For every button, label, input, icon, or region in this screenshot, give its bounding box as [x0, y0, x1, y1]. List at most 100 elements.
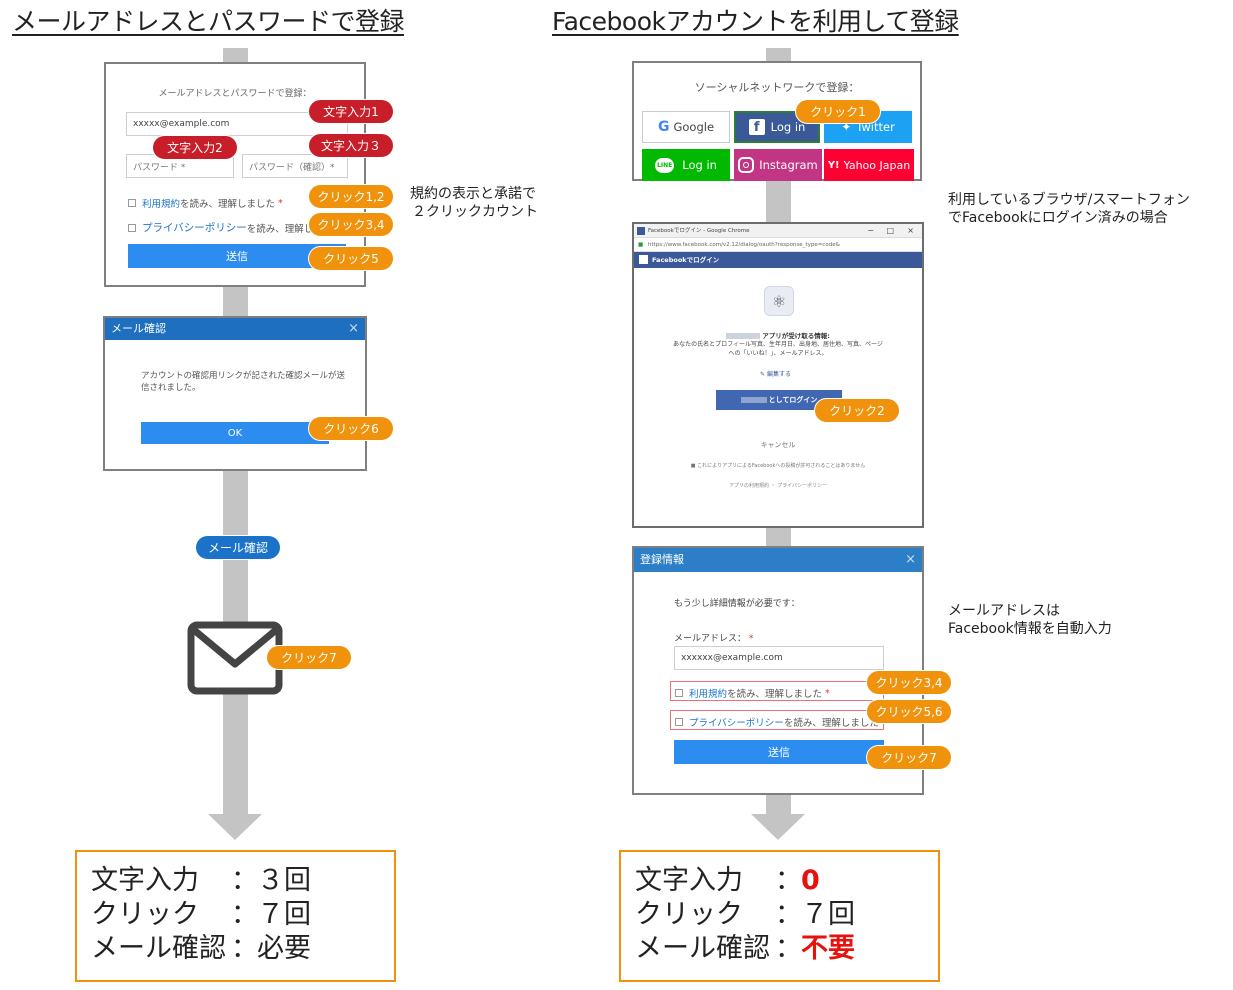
badge-mail-confirm: メール確認	[195, 535, 281, 560]
info-line: への「いいね！」、メールアドレス。	[728, 350, 828, 357]
summary-row-mail: メール確認 ： 不要	[635, 932, 938, 966]
summary-label: メール確認	[635, 933, 770, 964]
summary-value: 必要	[257, 933, 311, 964]
window-title: Facebookでログイン - Google Chrome	[648, 228, 750, 234]
redacted-user-name	[740, 397, 767, 403]
summary-label: メール確認	[91, 933, 226, 964]
submit-button[interactable]: 送信	[674, 740, 884, 764]
app-atom-icon: ⚛	[764, 286, 794, 316]
summary-colon: ：	[775, 933, 802, 964]
flow-connector	[223, 286, 248, 318]
message-line: 信されました。	[141, 383, 201, 393]
facebook-favicon-icon	[637, 227, 645, 235]
fb-header-title: Facebookでログイン	[652, 256, 720, 264]
dialog-title: メール確認	[111, 322, 166, 335]
email-input[interactable]: xxxxxx@example.com	[674, 646, 884, 670]
message-line: アカウントの確認用リンクが記された確認メールが送	[141, 371, 346, 381]
button-label: Yahoo Japan	[843, 158, 911, 172]
instagram-login-button[interactable]: Instagram	[734, 149, 822, 181]
summary-row-click: クリック ： ７回	[635, 898, 938, 932]
note-line: ２クリックカウント	[412, 204, 538, 220]
google-icon: G	[657, 119, 670, 135]
edit-label: 編集する	[766, 371, 791, 378]
app-receives-text: アプリが受け取る情報:	[634, 330, 922, 340]
summary-row-input: 文字入力 ： ３回	[91, 864, 394, 898]
dialog-message: アカウントの確認用リンクが記された確認メールが送 信されました。	[141, 370, 345, 394]
terms-link[interactable]: 利用規約	[142, 199, 181, 210]
privacy-checkbox[interactable]: プライバシーポリシー を読み、理解しました *	[675, 715, 887, 729]
form-title: メールアドレスとパスワードで登録：	[158, 89, 312, 99]
summary-label: 文字入力	[91, 865, 199, 896]
facebook-login-button[interactable]: f Log in	[734, 111, 820, 143]
window-close-icon[interactable]: ×	[907, 226, 914, 235]
checkbox-box[interactable]	[675, 718, 683, 726]
left-heading: メールアドレスとパスワードで登録	[12, 7, 405, 36]
lock-icon: ■	[690, 463, 696, 469]
privacy-link[interactable]: プライバシーポリシー	[689, 718, 784, 729]
badge-text-input-2: 文字入力2	[152, 135, 238, 160]
right-heading: Facebookアカウントを利用して登録	[552, 7, 959, 36]
fb-login-as-button[interactable]: としてログイン	[716, 390, 842, 410]
dialog-title: 登録情報	[640, 553, 684, 566]
permission-note: ■ これによりアプリによるFacebookへの投稿が許可されることはありません	[634, 462, 922, 469]
mail-confirm-dialog: メール確認 × アカウントの確認用リンクが記された確認メールが送 信されました。…	[103, 316, 367, 471]
badge-click-1-2: クリック1,2	[308, 184, 394, 209]
summary-row-click: クリック ： ７回	[91, 898, 394, 932]
line-icon: LINE	[655, 157, 675, 173]
summary-value: ７回	[257, 899, 311, 930]
privacy-text: を読み、理解しました	[783, 718, 879, 729]
cancel-link[interactable]: キャンセル	[760, 441, 796, 449]
maximize-icon[interactable]: □	[886, 226, 894, 235]
summary-colon: ：	[231, 933, 258, 964]
email-label-text: メールアドレス：	[674, 634, 747, 644]
checkbox-box[interactable]	[675, 689, 683, 697]
terms-checkbox[interactable]: 利用規約 を読み、理解しました *	[675, 686, 830, 700]
button-label: Log in	[682, 158, 717, 172]
privacy-link[interactable]: プライバシーポリシー	[142, 222, 247, 234]
url-text: https://www.facebook.com/v2.12/dialog/oa…	[648, 242, 840, 248]
checkbox-box[interactable]	[128, 199, 136, 207]
required-mark: *	[278, 197, 283, 209]
ok-button[interactable]: OK	[141, 422, 329, 444]
privacy-checkbox-highlight: プライバシーポリシー を読み、理解しました *	[670, 710, 887, 730]
terms-link[interactable]: 利用規約	[689, 689, 728, 700]
summary-label: 文字入力	[635, 865, 743, 896]
flow-connector	[766, 180, 791, 224]
password-confirm-input[interactable]: パスワード（確認）*	[242, 154, 348, 178]
redacted-app-name	[726, 333, 761, 339]
checkbox-box[interactable]	[128, 223, 136, 232]
address-bar[interactable]: ■ https://www.facebook.com/v2.12/dialog/…	[634, 238, 922, 252]
facebook-login-window: Facebookでログイン - Google Chrome − □ × ■ ht…	[632, 222, 924, 528]
google-login-button[interactable]: G Google	[642, 111, 730, 143]
summary-value: ７回	[801, 899, 855, 930]
summary-row-mail: メール確認 ： 必要	[91, 932, 394, 966]
window-titlebar: Facebookでログイン - Google Chrome − □ ×	[634, 224, 922, 238]
badge-click-3-4: クリック3,4	[308, 212, 394, 237]
summary-colon: ：	[775, 899, 802, 930]
lock-icon: ■	[638, 242, 644, 248]
login-button-label: としてログイン	[768, 396, 818, 404]
need-more-text: もう少し詳細情報が必要です：	[674, 599, 800, 609]
fb-footer-links[interactable]: アプリの利用規約 ・ プライバシーポリシー	[728, 483, 828, 489]
summary-colon: ：	[231, 865, 258, 896]
close-icon[interactable]: ×	[905, 552, 916, 567]
minimize-icon[interactable]: −	[867, 226, 874, 235]
line-login-button[interactable]: LINE Log in	[642, 149, 730, 181]
edit-link[interactable]: ✎ 編集する	[760, 369, 791, 378]
note-line: でFacebookにログイン済みの場合	[948, 210, 1168, 226]
facebook-summary-box: 文字入力 ： 0 クリック ： ７回 メール確認 ： 不要	[619, 850, 940, 982]
summary-value: 0	[801, 865, 820, 896]
terms-checkbox-highlight: 利用規約 を読み、理解しました *	[670, 681, 884, 701]
summary-label: クリック	[91, 899, 199, 930]
badge-click-2: クリック2	[814, 398, 900, 423]
email-registration-form: メールアドレスとパスワードで登録： xxxxx@example.com パスワー…	[104, 62, 366, 287]
edit-icon: ✎	[760, 371, 766, 378]
yahoo-login-button[interactable]: Y! Yahoo Japan	[824, 149, 914, 181]
close-icon[interactable]: ×	[348, 321, 359, 336]
badge-click-1: クリック1	[795, 99, 881, 124]
privacy-checkbox[interactable]: プライバシーポリシー を読み、理解しました	[128, 220, 342, 235]
twitter-bird-icon: ✦	[841, 120, 852, 134]
app-receives-label: アプリが受け取る情報:	[762, 332, 830, 340]
email-summary-box: 文字入力 ： ３回 クリック ： ７回 メール確認 ： 必要	[75, 850, 396, 982]
terms-checkbox[interactable]: 利用規約 を読み、理解しました *	[128, 196, 283, 210]
